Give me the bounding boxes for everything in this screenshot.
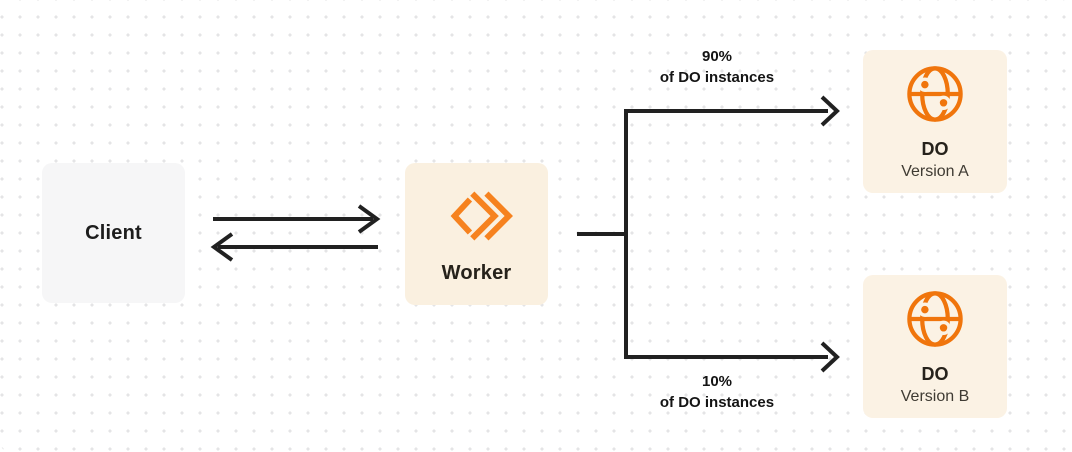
do-version-b-node: DO Version B <box>863 275 1007 418</box>
globe-icon <box>907 65 963 122</box>
worker-to-client-arrow <box>210 232 378 262</box>
client-label: Client <box>85 221 142 244</box>
branch-arrow-version-a <box>820 95 840 127</box>
arrowhead-right-icon <box>820 95 840 127</box>
branch-top-caption: of DO instances <box>659 69 775 86</box>
do-a-version-label: Version A <box>901 162 969 180</box>
arrowhead-right-icon <box>357 204 381 234</box>
do-version-a-node: DO Version A <box>863 50 1007 193</box>
branch-label-top: 90% of DO instances <box>617 46 817 88</box>
do-b-version-label: Version B <box>900 387 970 405</box>
worker-label: Worker <box>441 262 512 284</box>
branch-top-percent: 90% <box>701 48 733 65</box>
do-a-label: DO <box>921 138 949 159</box>
worker-node: Worker <box>405 163 548 305</box>
arrowhead-right-icon <box>820 341 840 373</box>
branch-label-bottom: 10% of DO instances <box>617 371 817 413</box>
workers-chevrons-icon <box>450 191 513 241</box>
branch-bottom-percent: 10% <box>701 373 733 390</box>
do-b-label: DO <box>921 363 949 384</box>
arrowhead-left-icon <box>210 232 234 262</box>
client-node: Client <box>42 163 185 303</box>
globe-icon <box>907 290 963 347</box>
worker-branch-line <box>577 109 828 359</box>
branch-bottom-caption: of DO instances <box>659 394 775 411</box>
branch-arrow-version-b <box>820 341 840 373</box>
client-to-worker-arrow <box>213 204 381 234</box>
